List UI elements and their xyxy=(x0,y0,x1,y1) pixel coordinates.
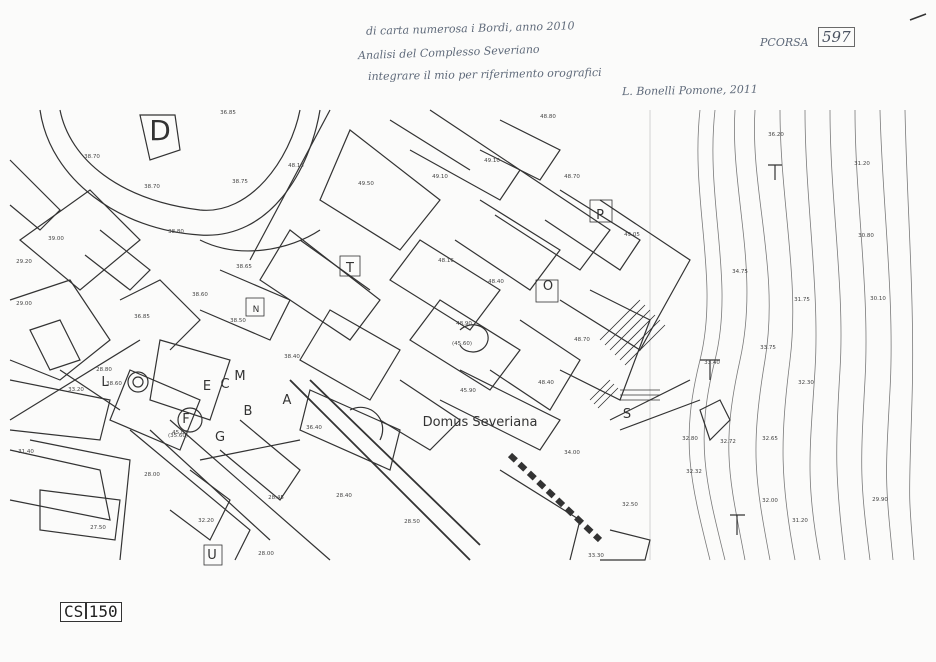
elevation-label: 32.20 xyxy=(198,518,214,524)
elevation-label: 31.20 xyxy=(792,518,808,524)
elevation-label: 28.80 xyxy=(96,367,112,373)
sector-letter: F xyxy=(182,412,189,427)
sector-letter: N xyxy=(253,305,260,315)
elevation-label: 48.90 xyxy=(456,321,472,327)
elevation-label: 38.75 xyxy=(232,179,248,185)
elevation-label: 38.60 xyxy=(106,381,122,387)
elevation-label: 31.40 xyxy=(18,449,34,455)
elevation-label: (35.60) xyxy=(168,433,188,439)
sector-letter: L xyxy=(101,375,109,390)
elevation-label: 32.80 xyxy=(682,436,698,442)
elevation-label: 28.40 xyxy=(336,493,352,499)
sector-letters: D L N T O P M E C B A F G S U Domus Seve… xyxy=(101,114,631,563)
elevation-label: 45.90 xyxy=(460,388,476,394)
elevation-label: 38.65 xyxy=(236,264,252,270)
archive-prefix: PCORSA xyxy=(760,36,809,49)
elevation-label: 33.20 xyxy=(68,387,84,393)
elevation-label: 33.75 xyxy=(760,345,776,351)
elevation-label: 34.00 xyxy=(564,450,580,456)
sector-letter: U xyxy=(207,548,217,563)
elevation-label: (45.60) xyxy=(452,341,472,347)
elevation-label: 34.75 xyxy=(732,269,748,275)
sector-letter: M xyxy=(234,369,245,384)
elevation-label: 32.30 xyxy=(798,380,814,386)
elevation-label: 48.80 xyxy=(540,114,556,120)
elevation-label: 29.90 xyxy=(872,497,888,503)
elevation-label: 49.10 xyxy=(432,174,448,180)
elevation-label: 38.40 xyxy=(284,354,300,360)
sector-letter: T xyxy=(345,261,354,276)
map-title: Domus Severiana xyxy=(423,415,538,430)
elevation-label: 39.00 xyxy=(48,236,64,242)
elevation-label: 38.70 xyxy=(84,154,100,160)
dashed-wall xyxy=(507,452,603,543)
elevation-label: 33.30 xyxy=(588,553,604,559)
sector-letter: O xyxy=(543,279,553,294)
elevation-label: 48.40 xyxy=(538,380,554,386)
elevation-label: 36.85 xyxy=(220,110,236,116)
elevation-label: 29.00 xyxy=(16,301,32,307)
stamp-separator xyxy=(85,603,87,619)
sector-letter: B xyxy=(244,404,253,419)
elevation-label: 48.70 xyxy=(564,174,580,180)
stair-hatching xyxy=(589,299,666,409)
elevation-label: 29.20 xyxy=(16,259,32,265)
elevation-label: 31.20 xyxy=(854,161,870,167)
sector-letter: C xyxy=(220,377,229,392)
elevation-label: 48.15 xyxy=(288,163,304,169)
elevation-label: 38.50 xyxy=(230,318,246,324)
stamp-prefix: CS xyxy=(64,602,84,621)
elevation-label: 38.80 xyxy=(168,229,184,235)
elevation-label: 32.50 xyxy=(622,502,638,508)
elevation-label: 30.80 xyxy=(858,233,874,239)
elevation-label: 36.40 xyxy=(306,425,322,431)
elevation-label: 28.00 xyxy=(258,551,274,557)
elevation-label: 32.00 xyxy=(762,498,778,504)
elevation-label: 49.10 xyxy=(484,158,500,164)
sector-letter: P xyxy=(596,208,604,223)
elevation-label: 38.60 xyxy=(192,292,208,298)
elevation-label: 27.50 xyxy=(90,525,106,531)
archive-number: 597 xyxy=(818,27,855,47)
elevation-label: 48.40 xyxy=(488,279,504,285)
elevation-label: 28.00 xyxy=(144,472,160,478)
elevation-label: 30.10 xyxy=(870,296,886,302)
sector-letter: E xyxy=(203,379,211,394)
elevation-label: 48.70 xyxy=(574,337,590,343)
sector-letter: G xyxy=(215,430,225,445)
elevation-label: 36.20 xyxy=(768,132,784,138)
corner-mark xyxy=(909,13,927,21)
sector-letter: A xyxy=(283,393,292,408)
elevation-label: 48.16 xyxy=(438,258,454,264)
elevation-label: 38.70 xyxy=(144,184,160,190)
elevation-label: 32.65 xyxy=(762,436,778,442)
elevation-label: 32.72 xyxy=(720,439,736,445)
stamp-number: 150 xyxy=(88,602,118,621)
contour-lines xyxy=(649,109,915,561)
sector-letter: S xyxy=(623,407,631,422)
elevation-label: 28.50 xyxy=(404,519,420,525)
elevation-label: 31.75 xyxy=(794,297,810,303)
palace-structures xyxy=(9,109,782,566)
elevation-label: 33.40 xyxy=(704,360,720,366)
elevation-label: 36.85 xyxy=(134,314,150,320)
elevation-label: 49.50 xyxy=(358,181,374,187)
sector-letter: D xyxy=(149,114,171,147)
elevation-label: 45.00 xyxy=(172,430,188,436)
elevation-labels: 36.85 48.80 36.20 38.70 38.70 38.75 48.1… xyxy=(16,110,888,559)
elevation-label: 32.32 xyxy=(686,469,702,475)
elevation-label: 28.45 xyxy=(268,495,284,501)
elevation-label: 49.05 xyxy=(624,232,640,238)
